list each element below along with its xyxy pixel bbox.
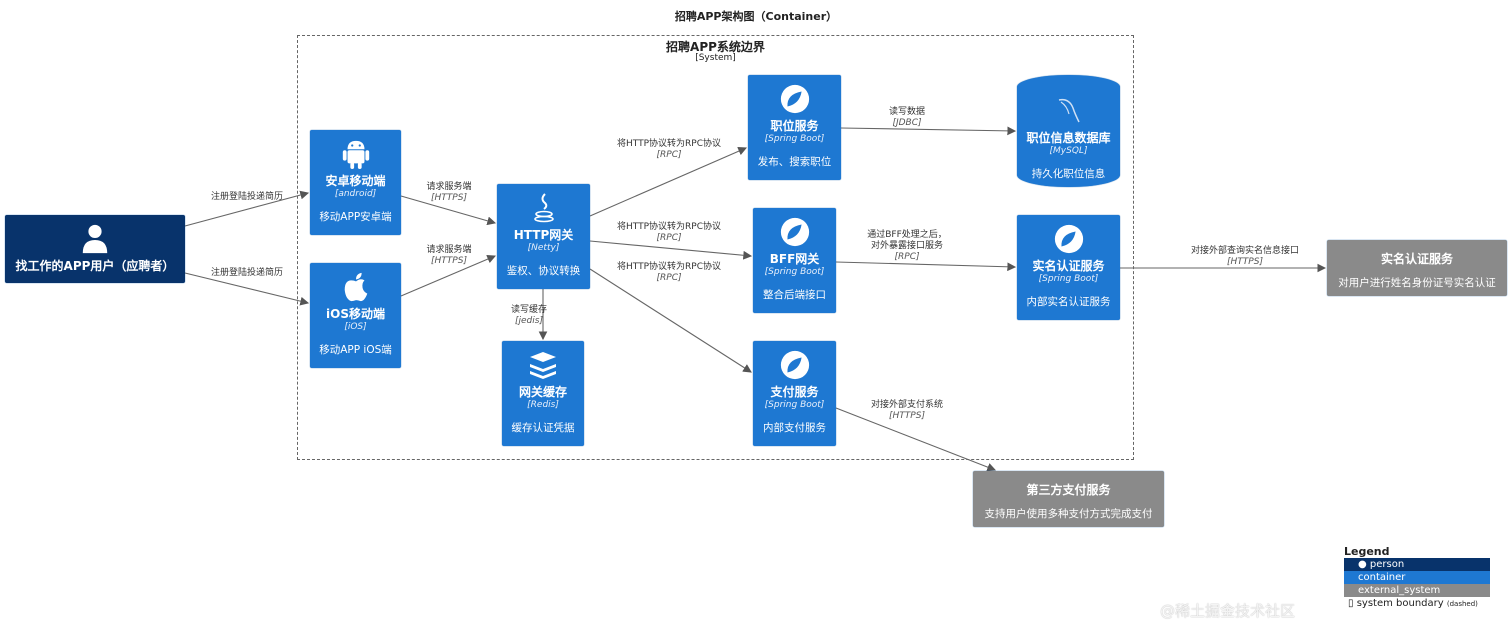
legend-external: external_system <box>1344 584 1490 597</box>
node-name: 职位服务 <box>770 119 819 133</box>
edge-gateway-job <box>589 147 748 217</box>
boundary-type: [System] <box>695 53 736 63</box>
node-tech: [MySQL] <box>1049 146 1088 156</box>
node-desc: 整合后端接口 <box>763 289 826 301</box>
container-gateway-cache[interactable]: 网关缓存 [Redis] 缓存认证凭据 <box>502 341 584 446</box>
spring-icon <box>780 217 809 247</box>
container-android[interactable]: 安卓移动端 [android] 移动APP安卓端 <box>310 130 401 235</box>
edge-label: 对接外部支付系统[HTTPS] <box>870 400 944 421</box>
node-name: 网关缓存 <box>518 385 567 399</box>
container-job-service[interactable]: 职位服务 [Spring Boot] 发布、搜索职位 <box>748 75 841 180</box>
person-icon <box>82 224 108 254</box>
spring-icon <box>780 84 809 114</box>
node-tech: [Redis] <box>527 400 559 410</box>
edge-label: 对接外部查询实名信息接口[HTTPS] <box>1190 246 1300 267</box>
node-desc: 内部实名认证服务 <box>1026 296 1111 308</box>
container-http-gateway[interactable]: HTTP网关 [Netty] 鉴权、协议转换 <box>497 184 590 289</box>
java-icon <box>533 193 554 223</box>
edge-job-db <box>840 126 1017 136</box>
node-desc: 发布、搜索职位 <box>757 156 832 168</box>
container-pay-service[interactable]: 支付服务 [Spring Boot] 内部支付服务 <box>753 341 836 446</box>
container-job-database[interactable]: 职位信息数据库 [MySQL] 持久化职位信息 <box>1017 75 1120 187</box>
person-user[interactable]: 找工作的APP用户（应聘者） <box>5 215 185 283</box>
node-desc: 支持用户使用多种支付方式完成支付 <box>984 508 1153 520</box>
node-tech: [Spring Boot] <box>764 400 825 410</box>
legend-container: container <box>1344 571 1490 584</box>
node-desc: 缓存认证凭据 <box>511 422 575 434</box>
edge-user-ios <box>184 272 310 306</box>
spring-icon <box>1054 224 1083 254</box>
edge-ios-gateway <box>400 254 497 297</box>
node-name: 职位信息数据库 <box>1026 131 1111 145</box>
edge-label: 将HTTP协议转为RPC协议[RPC] <box>617 139 721 160</box>
node-tech: [Spring Boot] <box>764 134 825 144</box>
node-desc: 移动APP安卓端 <box>319 211 392 223</box>
edge-label: 请求服务端[HTTPS] <box>426 182 472 203</box>
node-tech: [Netty] <box>527 243 560 253</box>
edge-label: 请求服务端[HTTPS] <box>426 245 472 266</box>
legend-title: Legend <box>1344 545 1390 558</box>
node-name: iOS移动端 <box>326 307 385 321</box>
node-desc: 对用户进行姓名身份证号实名认证 <box>1338 277 1496 289</box>
edge-gateway-bff <box>589 240 753 260</box>
legend-boundary: ▯ system boundary (dashed) <box>1348 598 1478 609</box>
system-boundary: 招聘APP系统边界 [System] <box>297 35 1134 460</box>
container-bff-gateway[interactable]: BFF网关 [Spring Boot] 整合后端接口 <box>753 208 836 313</box>
node-desc: 鉴权、协议转换 <box>506 265 581 277</box>
node-tech: [iOS] <box>344 322 367 332</box>
external-auth-system[interactable]: 实名认证服务 对用户进行姓名身份证号实名认证 <box>1327 240 1507 296</box>
legend: Legend ● person container external_syste… <box>1344 545 1490 610</box>
mysql-icon <box>1058 98 1080 123</box>
edge-gateway-pay <box>589 268 752 373</box>
node-name: 实名认证服务 <box>1032 259 1105 273</box>
node-name: 找工作的APP用户（应聘者） <box>15 259 175 273</box>
spring-icon <box>780 350 809 380</box>
node-tech: [android] <box>334 189 377 199</box>
node-name: BFF网关 <box>769 252 820 266</box>
node-desc: 移动APP iOS端 <box>319 344 392 356</box>
watermark: @稀土掘金技术社区 <box>1160 602 1296 620</box>
diagram-title: 招聘APP架构图（Container） <box>674 10 838 23</box>
node-desc: 内部支付服务 <box>763 422 826 434</box>
external-pay-system[interactable]: 第三方支付服务 支持用户使用多种支付方式完成支付 <box>973 471 1164 527</box>
redis-icon <box>530 352 556 379</box>
edge-label: 注册登陆投递简历 <box>210 192 284 202</box>
android-icon <box>342 140 369 170</box>
node-tech: [Spring Boot] <box>1038 274 1099 284</box>
node-name: 第三方支付服务 <box>1026 483 1111 497</box>
apple-icon <box>344 272 367 302</box>
edge-label: 将HTTP协议转为RPC协议[RPC] <box>617 222 721 243</box>
edge-label: 将HTTP协议转为RPC协议[RPC] <box>617 262 721 283</box>
edge-bff-auth <box>835 261 1017 272</box>
edge-label: 读写缓存[jedis] <box>510 305 548 326</box>
boundary-name: 招聘APP系统边界 <box>666 40 765 54</box>
node-name: 支付服务 <box>770 385 819 399</box>
edge-label: 读写数据[JDBC] <box>888 107 926 128</box>
container-ios[interactable]: iOS移动端 [iOS] 移动APP iOS端 <box>310 263 401 368</box>
edge-label: 通过BFF处理之后，对外暴露接口服务[RPC] <box>867 230 947 262</box>
edge-android-gateway <box>400 195 497 226</box>
edge-user-android <box>184 190 310 227</box>
node-desc: 持久化职位信息 <box>1031 168 1106 180</box>
node-tech: [Spring Boot] <box>764 267 825 277</box>
node-name: 安卓移动端 <box>325 174 386 188</box>
legend-person: ● person <box>1344 558 1490 571</box>
container-auth-service[interactable]: 实名认证服务 [Spring Boot] 内部实名认证服务 <box>1017 215 1120 320</box>
node-name: 实名认证服务 <box>1380 252 1453 266</box>
node-name: HTTP网关 <box>513 228 574 242</box>
edge-label: 注册登陆投递简历 <box>210 268 284 278</box>
